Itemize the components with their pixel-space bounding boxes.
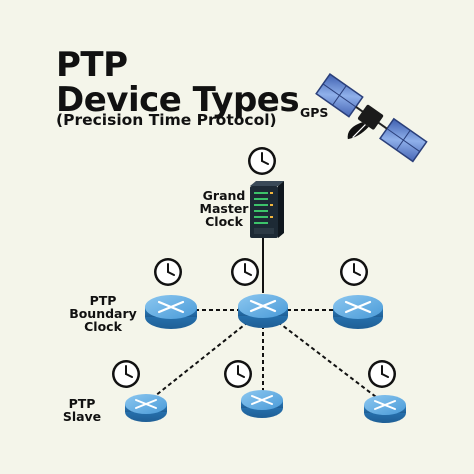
slave-label-line-2: Slave xyxy=(62,409,102,424)
clock-icon-slave-right xyxy=(367,359,397,389)
slave-label: PTP Slave xyxy=(62,397,102,423)
router-icon-boundary-center xyxy=(238,294,288,328)
page-title: PTP Device Types xyxy=(56,45,300,120)
router-icon-slave-right xyxy=(364,395,406,423)
clock-icon-slave-left xyxy=(111,359,141,389)
boundary-label-line-1: PTP xyxy=(89,293,117,308)
grandmaster-label-line-2: Master xyxy=(199,201,249,216)
grandmaster-label: Grand Master Clock xyxy=(196,189,252,228)
connections xyxy=(149,238,381,401)
clock-icon-boundary-right xyxy=(339,257,369,287)
router-icon-boundary-left xyxy=(145,295,197,329)
gps-label: GPS xyxy=(300,105,329,120)
page-subtitle: (Precision Time Protocol) xyxy=(56,111,277,129)
grandmaster-label-line-1: Grand xyxy=(202,188,246,203)
router-icon-slave-center xyxy=(241,390,283,418)
clock-icon-slave-center xyxy=(223,359,253,389)
router-icon-slave-left xyxy=(125,394,167,422)
satellite-icon xyxy=(315,73,428,163)
clock-icon-grandmaster xyxy=(247,146,277,176)
boundary-label-line-2: Boundary xyxy=(69,306,137,321)
boundary-label-line-3: Clock xyxy=(84,319,122,334)
title-line-2: Device Types xyxy=(56,80,300,120)
boundary-clock-label: PTP Boundary Clock xyxy=(66,294,140,333)
slave-label-line-1: PTP xyxy=(68,396,96,411)
grandmaster-label-line-3: Clock xyxy=(205,214,243,229)
title-line-1: PTP xyxy=(56,45,128,85)
clock-icon-boundary-left xyxy=(153,257,183,287)
server-icon xyxy=(250,181,284,238)
router-icon-boundary-right xyxy=(333,295,383,329)
link-slave-right xyxy=(277,321,381,401)
clock-icon-boundary-center xyxy=(230,257,260,287)
